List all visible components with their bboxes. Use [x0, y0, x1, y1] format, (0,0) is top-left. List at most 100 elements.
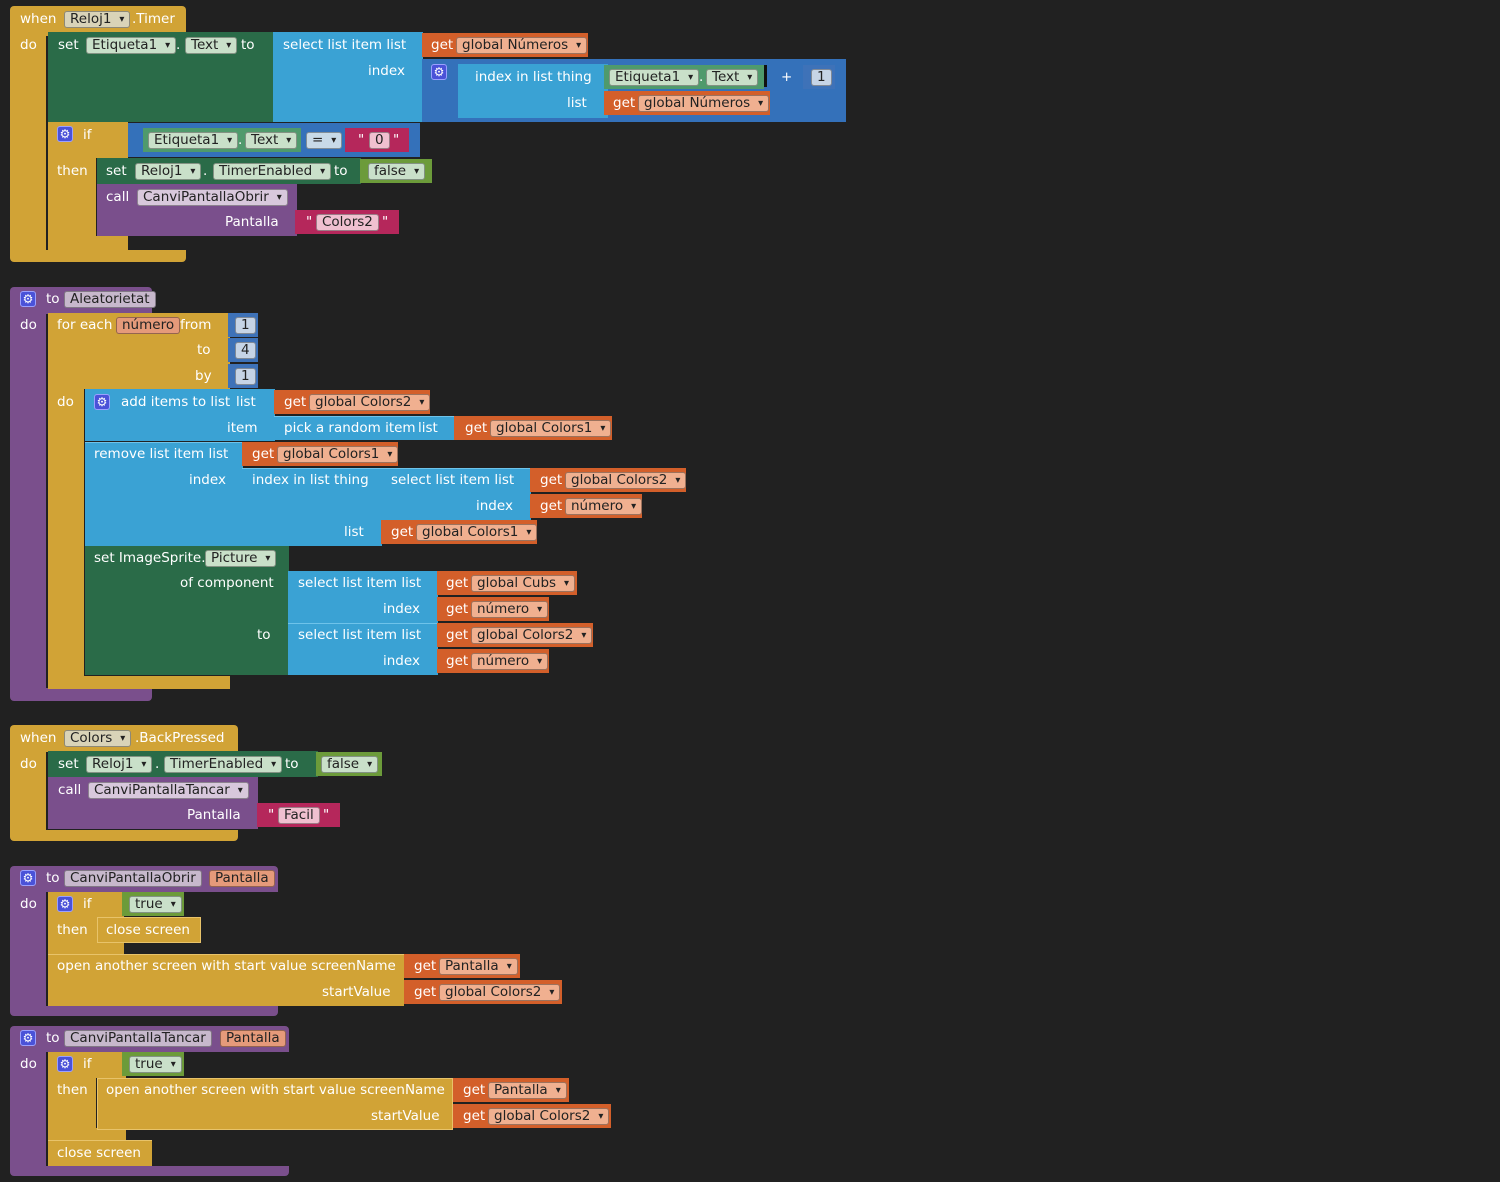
open-another-screen-label: open another screen with start value scr… — [57, 958, 396, 974]
open-another-screen-block[interactable] — [48, 954, 404, 1006]
select-list-item-block[interactable] — [273, 32, 423, 122]
then-keyword: then — [57, 163, 88, 179]
procedure-dropdown-obrir[interactable]: CanviPantallaObrir — [137, 189, 288, 206]
to-keyword: to — [46, 870, 60, 886]
from-keyword: from — [180, 317, 212, 333]
variable-dropdown-global-numeros-2[interactable]: global Números — [638, 95, 770, 112]
property-dropdown-text[interactable]: Text — [185, 37, 238, 54]
pick-random-item-block[interactable] — [274, 416, 454, 440]
do-keyword: do — [20, 37, 37, 53]
index-in-list-block[interactable] — [242, 468, 382, 546]
property-dropdown-text-compare[interactable]: Text — [245, 132, 298, 149]
add-items-gear-icon[interactable]: ⚙ — [94, 394, 110, 410]
variable-dropdown-global-colors2-select[interactable]: global Colors2 — [565, 472, 687, 489]
number-value-by[interactable]: 1 — [235, 368, 256, 385]
procedure-name-canvipantallaobrir[interactable]: CanviPantallaObrir — [64, 870, 202, 887]
variable-dropdown-global-colors1-list[interactable]: global Colors1 — [416, 524, 538, 541]
variable-dropdown-global-numeros[interactable]: global Números — [456, 37, 588, 54]
variable-dropdown-numero-to[interactable]: número — [471, 653, 549, 670]
procedure-name-aleatorietat[interactable]: Aleatorietat — [64, 291, 156, 308]
component-dropdown-etiqueta1[interactable]: Etiqueta1 — [86, 37, 177, 54]
select-list-item-label: select list item list — [391, 472, 515, 488]
get-keyword: get — [540, 472, 563, 488]
pantalla-arg-label: Pantalla — [187, 807, 241, 823]
component-dropdown-reloj1-set[interactable]: Reloj1 — [135, 163, 202, 180]
property-dropdown-text-get[interactable]: Text — [706, 69, 759, 86]
loop-variable-numero[interactable]: número — [116, 317, 181, 334]
if-mutator-gear-icon[interactable]: ⚙ — [57, 896, 73, 912]
number-value-to[interactable]: 4 — [235, 342, 256, 359]
to-keyword: to — [257, 627, 271, 643]
variable-dropdown-global-cubs[interactable]: global Cubs — [471, 575, 576, 592]
procedure-gear-icon[interactable]: ⚙ — [20, 291, 36, 307]
pantalla-arg-label: Pantalla — [225, 214, 279, 230]
variable-dropdown-global-colors2-obrir[interactable]: global Colors2 — [439, 984, 561, 1001]
list-label: list — [418, 420, 438, 436]
dot-separator: . — [155, 756, 160, 772]
component-dropdown-colors[interactable]: Colors — [64, 730, 132, 747]
procedure-gear-icon[interactable]: ⚙ — [20, 870, 36, 886]
compare-operator-dropdown[interactable]: = — [306, 132, 343, 149]
get-keyword: get — [463, 1108, 486, 1124]
if-keyword: if — [83, 896, 92, 912]
text-value-zero[interactable]: 0 — [369, 132, 390, 149]
component-dropdown-reloj1-back[interactable]: Reloj1 — [86, 756, 153, 773]
remove-list-item-block[interactable] — [85, 442, 243, 546]
param-pantalla[interactable]: Pantalla — [209, 870, 275, 887]
select-list-item-colors2-to-block[interactable] — [288, 623, 438, 675]
variable-dropdown-numero[interactable]: número — [565, 498, 643, 515]
set-keyword: set — [58, 37, 79, 53]
quote-left: " — [306, 214, 313, 230]
boolean-dropdown-false-back[interactable]: false — [321, 756, 379, 773]
procedure-dropdown-tancar[interactable]: CanviPantallaTancar — [88, 782, 249, 799]
variable-dropdown-global-colors2[interactable]: global Colors2 — [309, 394, 431, 411]
to-keyword: to — [241, 37, 255, 53]
of-component-label: of component — [180, 575, 274, 591]
variable-dropdown-global-colors2-to[interactable]: global Colors2 — [471, 627, 593, 644]
get-keyword: get — [446, 575, 469, 591]
if-mutator-gear-icon[interactable]: ⚙ — [57, 126, 73, 142]
select-list-item-cubs-block[interactable] — [288, 571, 438, 623]
component-dropdown-etiqueta1-compare[interactable]: Etiqueta1 — [148, 132, 239, 149]
list-label: list — [236, 394, 256, 410]
procedure-name-canvipantallatancar[interactable]: CanviPantallaTancar — [64, 1030, 212, 1047]
get-keyword: get — [391, 524, 414, 540]
mutator-gear-icon[interactable]: ⚙ — [431, 64, 447, 80]
open-another-screen-block-tancar[interactable] — [97, 1078, 453, 1130]
boolean-dropdown-true-tancar[interactable]: true — [129, 1056, 182, 1073]
number-value-1[interactable]: 1 — [811, 69, 832, 86]
close-screen-block-tancar[interactable] — [48, 1140, 152, 1166]
procedure-gear-icon[interactable]: ⚙ — [20, 1030, 36, 1046]
close-screen-block[interactable] — [97, 917, 201, 943]
then-keyword: then — [57, 1082, 88, 1098]
variable-dropdown-global-colors1-remove[interactable]: global Colors1 — [277, 446, 399, 463]
text-cursor — [764, 65, 767, 87]
set-imagesprite-picture-block[interactable] — [85, 546, 289, 675]
variable-dropdown-pantalla-tancar[interactable]: Pantalla — [488, 1082, 567, 1099]
index-in-list-label: index in list thing — [475, 69, 592, 85]
variable-dropdown-numero-cubs[interactable]: número — [471, 601, 549, 618]
index-in-list-block[interactable] — [458, 64, 608, 118]
variable-dropdown-pantalla[interactable]: Pantalla — [439, 958, 518, 975]
index-in-list-label: index in list thing — [252, 472, 369, 488]
property-dropdown-picture[interactable]: Picture — [205, 550, 277, 567]
if-mutator-gear-icon[interactable]: ⚙ — [57, 1056, 73, 1072]
to-keyword: to — [334, 163, 348, 179]
select-list-item-colors2-block[interactable] — [381, 468, 531, 520]
to-keyword: to — [46, 291, 60, 307]
property-dropdown-timerenabled-back[interactable]: TimerEnabled — [164, 756, 283, 773]
boolean-dropdown-true-obrir[interactable]: true — [129, 896, 182, 913]
get-keyword: get — [463, 1082, 486, 1098]
variable-dropdown-global-colors1[interactable]: global Colors1 — [490, 420, 612, 437]
property-dropdown-timerenabled[interactable]: TimerEnabled — [213, 163, 332, 180]
variable-dropdown-global-colors2-tancar[interactable]: global Colors2 — [488, 1108, 610, 1125]
add-items-to-list-block[interactable] — [85, 389, 275, 441]
component-dropdown-etiqueta1-get[interactable]: Etiqueta1 — [609, 69, 700, 86]
set-imagesprite-label: set ImageSprite. — [94, 550, 206, 566]
text-value-colors2[interactable]: Colors2 — [316, 214, 379, 231]
text-value-facil[interactable]: Facil — [278, 807, 320, 824]
number-value-from[interactable]: 1 — [235, 317, 256, 334]
boolean-dropdown-false[interactable]: false — [368, 163, 426, 180]
param-pantalla[interactable]: Pantalla — [220, 1030, 286, 1047]
component-dropdown-reloj1[interactable]: Reloj1 — [64, 11, 131, 28]
